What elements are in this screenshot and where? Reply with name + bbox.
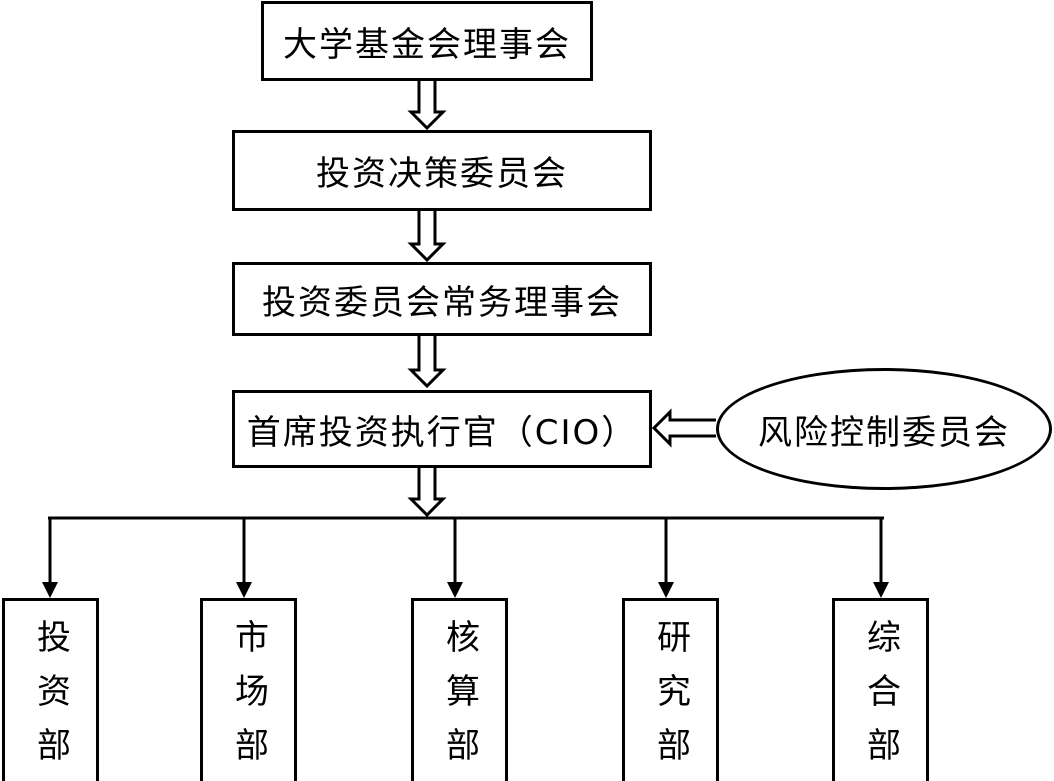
dept-label-accounting: 核算部 [439,619,480,781]
risk-control-committee-label: 风险控制委员会 [758,412,1010,453]
double-arrow-2 [407,210,447,263]
double-arrow-1 [407,80,447,131]
standing-board-box: 投资委员会常务理事会 [232,262,652,336]
dept-arrow-5 [873,518,889,598]
dept-label-investment: 投资部 [30,619,71,781]
dept-box-general: 综合部 [832,598,929,781]
dept-box-accounting: 核算部 [411,598,508,781]
standing-board-label: 投资委员会常务理事会 [262,282,622,323]
board-box: 大学基金会理事会 [261,1,593,81]
dept-label-research: 研究部 [650,619,691,781]
board-label: 大学基金会理事会 [283,24,571,65]
dept-box-research: 研究部 [622,598,719,781]
double-arrow-3 [407,335,447,389]
dept-box-investment: 投资部 [2,598,99,781]
cio-box: 首席投资执行官（CIO） [232,390,652,468]
dept-arrow-1 [42,518,58,598]
investment-decision-committee-box: 投资决策委员会 [232,130,652,211]
dept-box-marketing: 市场部 [200,598,297,781]
double-arrow-risk-to-cio [651,408,716,448]
dept-label-general: 综合部 [860,619,901,781]
dept-label-marketing: 市场部 [228,619,269,781]
cio-label: 首席投资执行官（CIO） [246,412,638,453]
investment-decision-committee-label: 投资决策委员会 [316,154,568,194]
dept-arrow-2 [236,518,252,598]
risk-control-committee-ellipse: 风险控制委员会 [716,368,1052,490]
dept-arrow-4 [658,518,674,598]
double-arrow-4 [407,467,447,518]
dept-arrow-3 [447,518,463,598]
